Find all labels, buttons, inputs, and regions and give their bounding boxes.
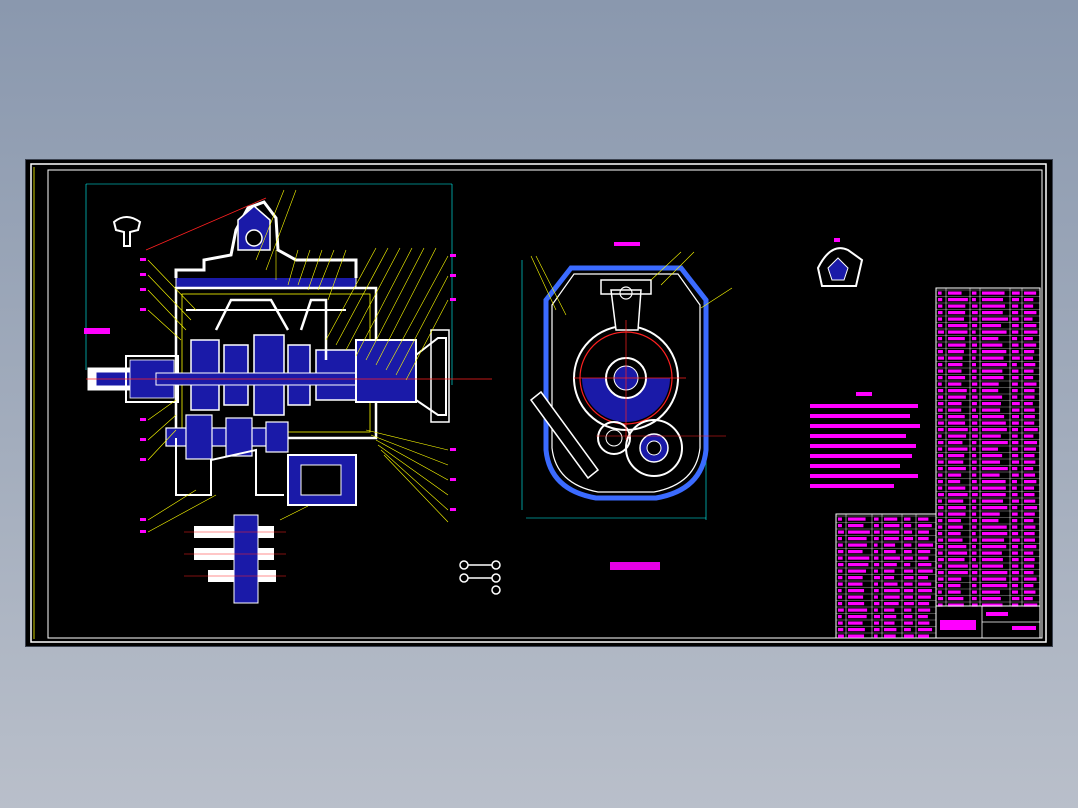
shift-pattern-diagram <box>460 561 500 594</box>
parts-list-table <box>936 288 1040 607</box>
cad-drawing-viewport[interactable] <box>26 160 1052 646</box>
gearbox-cross-section <box>522 242 732 570</box>
detail-section-view <box>818 238 862 286</box>
title-block <box>936 606 1040 638</box>
sheet-label <box>84 328 110 334</box>
cad-drawing <box>26 160 1052 646</box>
parts-list-table-lower <box>836 514 936 638</box>
technical-requirements-text <box>810 392 920 488</box>
gearbox-longitudinal-section <box>86 184 492 603</box>
